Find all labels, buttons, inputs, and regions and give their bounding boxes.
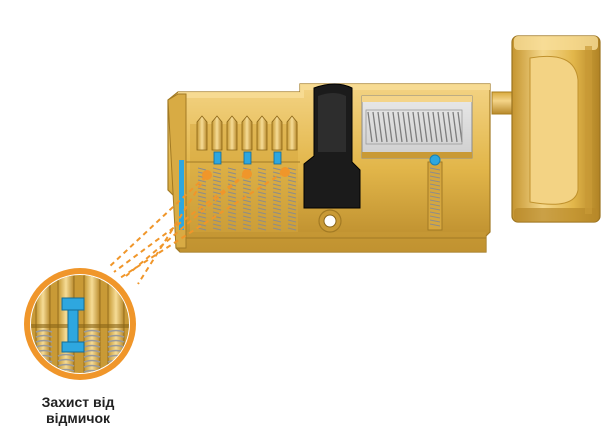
anti-pick-pin-stem [68,310,78,346]
key-pin [242,116,252,150]
anti-pick-pin-base [62,342,84,352]
thumb-turn-knob [492,36,600,222]
anti-pick-pin-head [62,298,84,310]
plug-cut-edge [179,160,184,230]
key-pin [257,116,267,150]
anti-pick-caption: Захист від відмичок [8,394,148,426]
callout-marker [280,167,290,177]
key-pin [227,116,237,150]
mounting-hole [319,210,341,232]
key-pin [272,116,282,150]
anti-pick-pin [214,152,221,164]
anti-pick-pin [274,152,281,164]
caption-line-1: Захист від [8,394,148,410]
magnifier-detail [24,268,136,380]
knob-center-highlight [530,56,578,204]
key-pin [197,116,207,150]
key-pin [287,116,297,150]
anti-pick-pin [244,152,251,164]
callout-marker [202,170,212,180]
callout-marker [242,169,252,179]
knob-side-shade [585,46,592,214]
key-pin [212,116,222,150]
caption-line-2: відмичок [8,410,148,426]
